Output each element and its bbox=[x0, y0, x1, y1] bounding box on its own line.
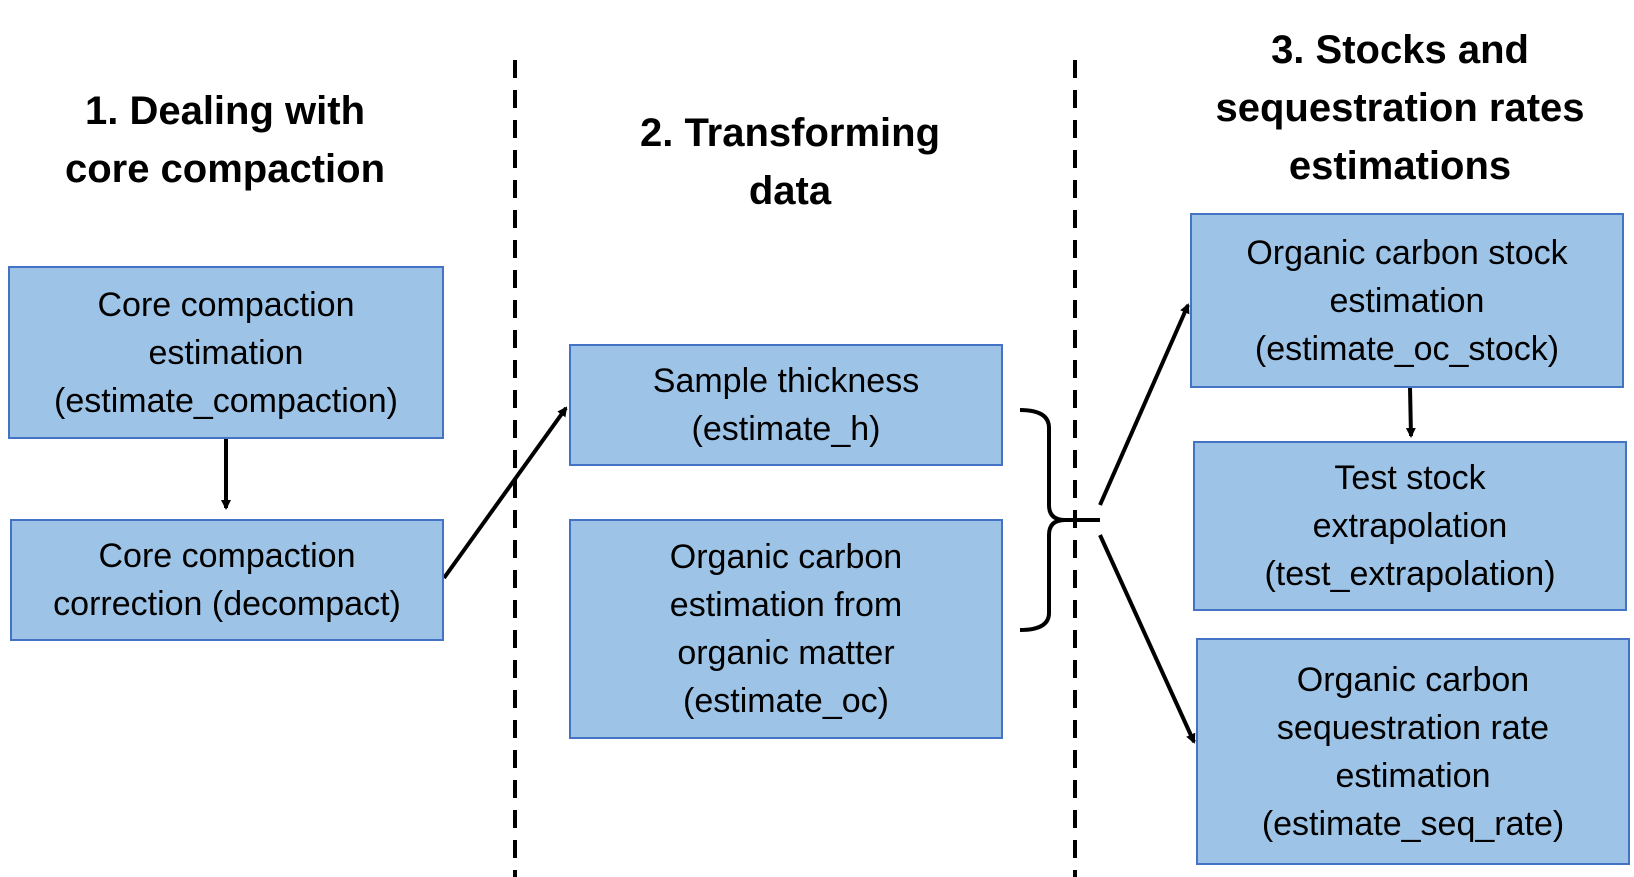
section-title-transforming: 2. Transforming data bbox=[639, 111, 941, 213]
arrow-stock-to-test bbox=[1405, 386, 1416, 438]
organic-carbon-estimation-box: Organic carbon estimation from organic m… bbox=[569, 519, 1003, 739]
core-compaction-correction-box: Core compaction correction (decompact) bbox=[10, 519, 444, 641]
core-compaction-estimation-box: Core compaction estimation (estimate_com… bbox=[8, 266, 444, 439]
grouping-bracket bbox=[1019, 408, 1100, 632]
section-title-stocks: 3. Stocks and sequestration rates estima… bbox=[1215, 28, 1585, 188]
test-stock-extrapolation-box: Test stock extrapolation (test_extrapola… bbox=[1193, 441, 1627, 611]
organic-carbon-stock-box: Organic carbon stock estimation (estimat… bbox=[1190, 213, 1624, 388]
arrow-correction-to-thickness bbox=[442, 406, 568, 580]
arrow-bracket-to-seq-rate bbox=[1098, 534, 1196, 744]
sample-thickness-box: Sample thickness (estimate_h) bbox=[569, 344, 1003, 466]
section-title-compaction: 1. Dealing with core compaction bbox=[64, 89, 386, 191]
sequestration-rate-box: Organic carbon sequestration rate estima… bbox=[1196, 638, 1630, 865]
arrow-bracket-to-stock bbox=[1098, 303, 1190, 506]
